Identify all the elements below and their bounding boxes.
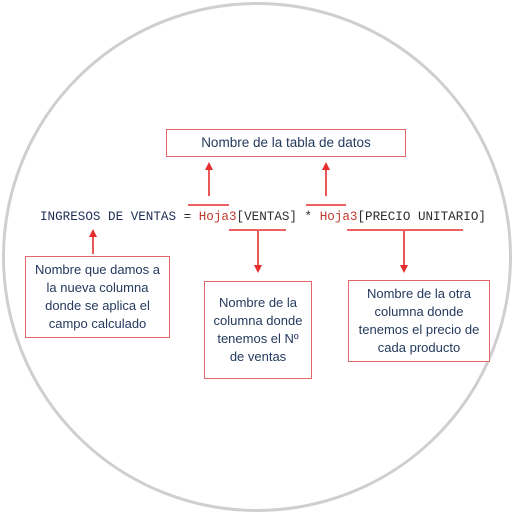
calculated-field-formula: INGRESOS DE VENTAS = Hoja3[VENTAS] * Hoj…: [40, 208, 486, 226]
formula-equals: =: [176, 210, 199, 224]
new-column-label: Nombre que damos a la nueva columna dond…: [25, 256, 170, 338]
formula-table-1: Hoja3: [198, 210, 237, 224]
formula-result-name: INGRESOS DE VENTAS: [40, 210, 177, 224]
price-column-label: Nombre de la otra columna donde tenemos …: [348, 280, 490, 362]
formula-column-1: [VENTAS]: [236, 210, 297, 224]
table-name-label: Nombre de la tabla de datos: [166, 129, 406, 157]
formula-table-2: Hoja3: [319, 210, 358, 224]
formula-operator: *: [297, 210, 320, 224]
formula-column-2: [PRECIO UNITARIO]: [357, 210, 486, 224]
sales-column-label: Nombre de la columna donde tenemos el Nº…: [204, 281, 312, 379]
